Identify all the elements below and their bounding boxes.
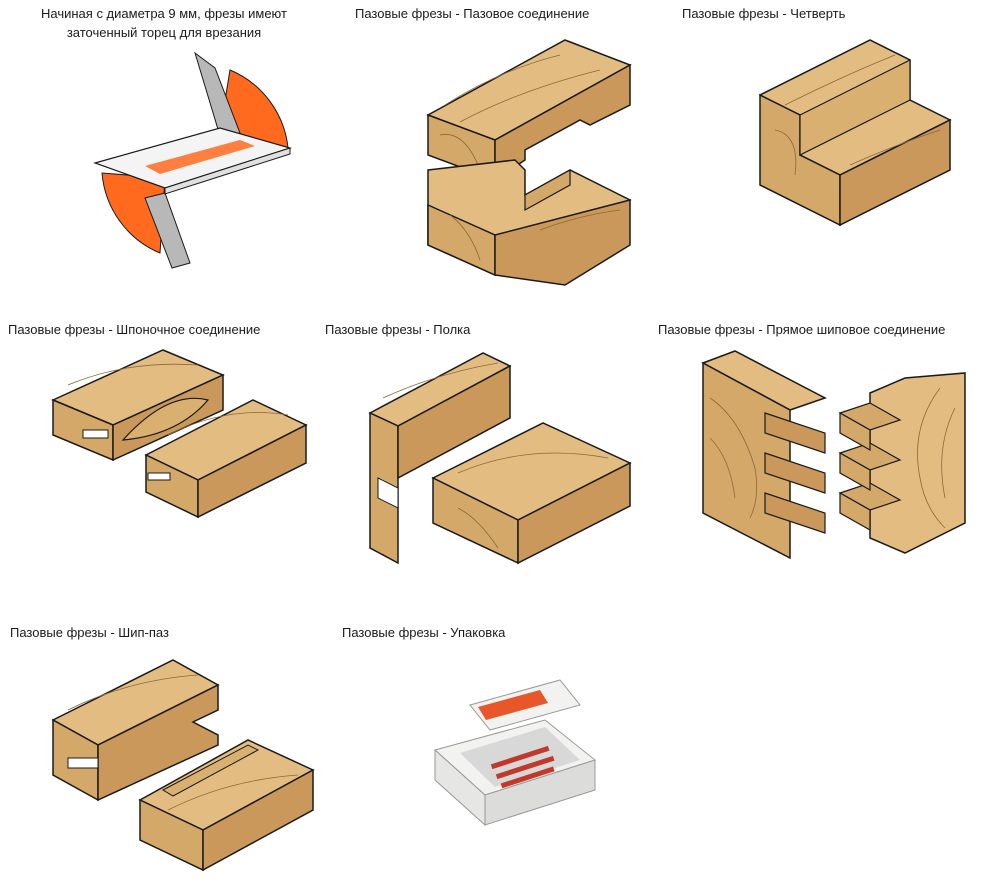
groove-caption: Пазовые фрезы - Пазовое соединение: [355, 6, 590, 21]
shelf-joint-icon: [368, 348, 633, 568]
cutter-caption-line2: заточенный торец для врезания: [66, 25, 262, 40]
package-box-icon: [430, 675, 600, 835]
finger-caption: Пазовые фрезы - Прямое шиповое соединени…: [658, 322, 946, 337]
groove-joint-icon: [420, 30, 640, 290]
cutter-caption: Начиная с диаметра 9 мм, фрезы имеют зат…: [14, 4, 314, 42]
package-caption: Пазовые фрезы - Упаковка: [342, 625, 506, 640]
rabbet-caption: Пазовые фрезы - Четверть: [682, 6, 846, 21]
cutter-caption-line1: Начиная с диаметра 9 мм, фрезы имеют: [41, 6, 287, 21]
rabbet-joint-icon: [755, 35, 960, 230]
tongue-caption: Пазовые фрезы - Шип-паз: [10, 625, 169, 640]
cutter-icon: [90, 48, 300, 273]
shelf-caption: Пазовые фрезы - Полка: [325, 322, 471, 337]
spline-joint-icon: [48, 345, 313, 525]
finger-joint-icon: [700, 348, 968, 563]
spline-caption: Пазовые фрезы - Шпоночное соединение: [8, 322, 261, 337]
tongue-groove-icon: [48, 650, 318, 875]
